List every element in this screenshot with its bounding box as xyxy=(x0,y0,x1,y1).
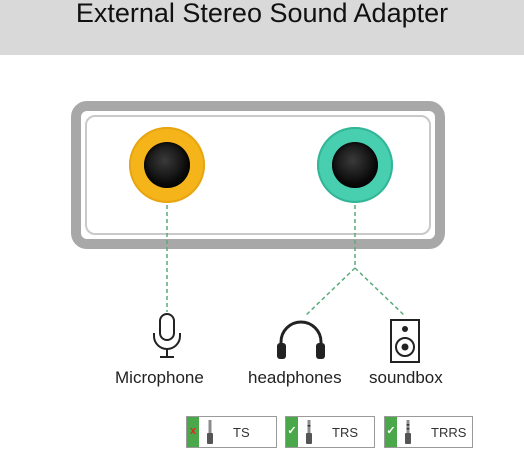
page-title: External Stereo Sound Adapter xyxy=(75,0,449,28)
soundbox-label: soundbox xyxy=(369,368,443,387)
badge-trs-label: TRS xyxy=(332,425,358,440)
badge-ts: x TS xyxy=(186,416,277,448)
badge-stripe xyxy=(385,417,397,447)
microphone-label: Microphone xyxy=(115,368,204,387)
badge-stripe xyxy=(286,417,298,447)
headphone-jack xyxy=(317,127,393,203)
supported-check-icon: ✓ xyxy=(287,425,297,437)
headphone-connector-branch-left xyxy=(304,267,356,317)
trrs-plug-icon xyxy=(405,420,411,444)
headphones-icon xyxy=(277,320,325,359)
trs-plug-icon xyxy=(306,420,312,444)
badge-trrs-label: TRRS xyxy=(431,425,467,440)
headphone-connector-branch-right xyxy=(354,267,406,317)
badge-trs: ✓ TRS xyxy=(285,416,375,448)
microphone-icon xyxy=(153,313,181,358)
ts-plug-icon xyxy=(207,420,213,444)
microphone-jack xyxy=(129,127,205,203)
badge-stripe xyxy=(187,417,199,447)
headphones-label: headphones xyxy=(248,368,342,387)
unsupported-x-icon: x xyxy=(189,425,197,437)
badge-trrs: ✓ TRRS xyxy=(384,416,473,448)
headphone-jack-hole xyxy=(332,142,378,188)
adapter-inner-frame xyxy=(85,115,431,235)
speaker-icon xyxy=(390,319,420,363)
badge-ts-label: TS xyxy=(233,425,250,440)
supported-check-icon: ✓ xyxy=(386,425,396,437)
microphone-jack-hole xyxy=(144,142,190,188)
title-banner: External Stereo Sound Adapter xyxy=(0,0,524,55)
